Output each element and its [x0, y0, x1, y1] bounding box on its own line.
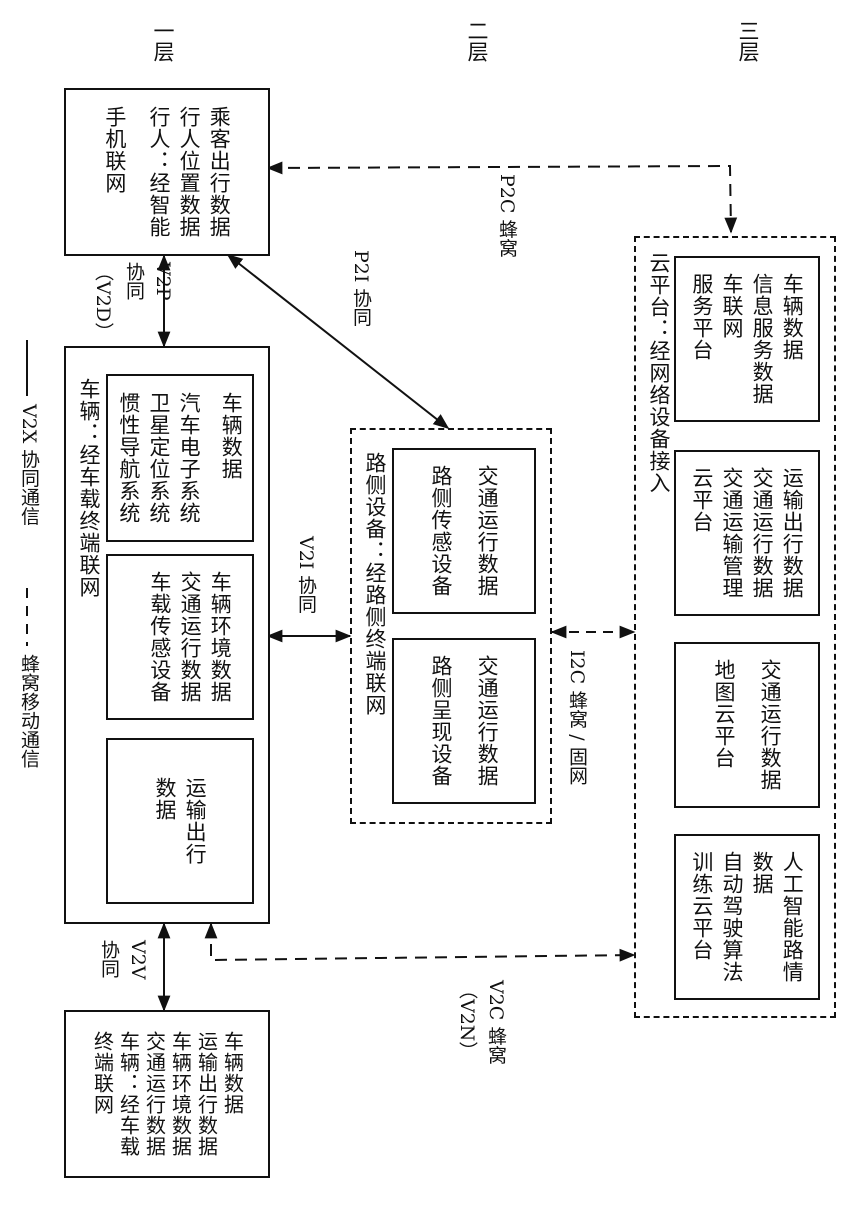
cloud-ivs-box: 车辆数据 信息服务数据 车联网 服务平台 — [674, 256, 820, 422]
v2c-connector — [204, 922, 636, 962]
other-vehicle-line: 车辆环境数据 — [168, 1031, 193, 1157]
cloud-ai-line: 训练云平台 — [689, 851, 714, 961]
vehicle-transport-line: 数据 — [153, 777, 177, 821]
roadside-display-line: 交通运行数据 — [475, 655, 500, 787]
p2c-connector — [266, 161, 738, 234]
pedestrian-text: 乘客出行数据 行人位置数据 行人：经智能 手机联网 — [102, 106, 232, 238]
vehicle-data-line: 惯性导航系统 — [116, 392, 141, 524]
cloud-traffic-mgmt-line: 云平台 — [689, 467, 714, 533]
roadside-sensor-line: 路侧传感设备 — [429, 465, 453, 597]
vehicle-data-line: 卫星定位系统 — [147, 392, 171, 524]
cloud-map-box: 交通运行数据 地图云平台 — [674, 642, 820, 808]
cloud-ivs-line: 车辆数据 — [780, 273, 805, 361]
v2c-label: V2C 蜂窝 （V2N） — [454, 980, 510, 1064]
cloud-ivs-line: 车联网 — [720, 273, 744, 339]
cloud-ai-line: 自动驾驶算法 — [720, 851, 744, 983]
roadside-sensor-box: 交通运行数据 路侧传感设备 — [392, 448, 536, 614]
cloud-traffic-mgmt-line: 运输出行数据 — [780, 467, 805, 599]
cloud-traffic-mgmt-box: 运输出行数据 交通运行数据 交通运输管理 云平台 — [674, 450, 820, 616]
cloud-ai-box: 人工智能路情 数据 自动驾驶算法 训练云平台 — [674, 834, 820, 1000]
v2i-label: V2I 协同 — [295, 536, 317, 614]
roadside-box: 路侧设备：经路侧终端联网 交通运行数据 路侧传感设备 交通运行数据 路侧呈现设备 — [350, 428, 552, 824]
vehicle-transport-box: 运输出行 数据 — [106, 738, 254, 904]
v2p-label-line: 协同 — [123, 262, 145, 300]
v2v-label-line: V2V — [127, 940, 149, 980]
cloud-box: 云平台：经网络设备接入 车辆数据 信息服务数据 车联网 服务平台 运输出行数据 … — [634, 236, 836, 1018]
roadside-title: 路侧设备：经路侧终端联网 — [363, 452, 387, 716]
vehicle-env-line: 车辆环境数据 — [208, 571, 233, 703]
legend-dashed-label: 蜂窝移动通信 — [18, 654, 40, 768]
vehicle-transport-line: 运输出行 — [183, 777, 208, 865]
vehicle-env-line: 交通运行数据 — [178, 571, 203, 703]
other-vehicle-box: 车辆数据 运输出行数据 车辆环境数据 交通运行数据 车辆：经车载 终端联网 — [64, 1010, 270, 1178]
cloud-ivs-line: 信息服务数据 — [750, 273, 775, 405]
cloud-ai-line: 数据 — [750, 851, 775, 895]
pedestrian-line: 行人：经智能 — [147, 106, 171, 238]
vehicle-data-line: 车辆数据 — [219, 392, 244, 480]
other-vehicle-line: 终端联网 — [90, 1031, 115, 1115]
p2i-connector — [226, 254, 450, 429]
roadside-display-box: 交通运行数据 路侧呈现设备 — [392, 638, 536, 804]
layer-label-3: 三层 — [736, 20, 760, 62]
cloud-title: 云平台：经网络设备接入 — [647, 252, 671, 494]
v2p-label-line: V2P — [152, 262, 174, 301]
pedestrian-line: 手机联网 — [102, 106, 127, 194]
vehicle-data-line: 汽车电子系统 — [177, 392, 202, 524]
roadside-display-line: 路侧呈现设备 — [429, 655, 453, 787]
vehicle-env-line: 车载传感设备 — [147, 571, 172, 703]
cloud-map-line: 交通运行数据 — [758, 659, 783, 791]
p2c-label: P2C 蜂窝 — [496, 174, 518, 258]
other-vehicle-line: 车辆数据 — [220, 1031, 245, 1115]
p2i-label: P2I 协同 — [350, 250, 372, 327]
vehicle-data-box: 车辆数据 汽车电子系统 卫星定位系统 惯性导航系统 — [106, 374, 254, 542]
vehicle-env-box: 车辆环境数据 交通运行数据 车载传感设备 — [106, 554, 254, 720]
other-vehicle-line: 车辆：经车载 — [116, 1031, 141, 1157]
v2c-label-line: （V2N） — [456, 980, 478, 1061]
roadside-sensor-line: 交通运行数据 — [475, 465, 500, 597]
pedestrian-line: 行人位置数据 — [177, 106, 202, 238]
pedestrian-line: 乘客出行数据 — [207, 106, 232, 238]
legend-solid-label: V2X 协同通信 — [18, 404, 40, 526]
cloud-traffic-mgmt-line: 交通运行数据 — [750, 467, 775, 599]
cloud-ai-line: 人工智能路情 — [780, 851, 805, 983]
i2c-label: I2C 蜂窝 / 固网 — [566, 650, 588, 785]
layer-label-2: 二层 — [465, 20, 489, 62]
v2p-label: V2P 协同 （V2D） — [90, 262, 174, 341]
cloud-ivs-line: 服务平台 — [689, 273, 714, 361]
cloud-traffic-mgmt-line: 交通运输管理 — [720, 467, 744, 599]
pedestrian-box: 乘客出行数据 行人位置数据 行人：经智能 手机联网 — [64, 88, 270, 256]
v2c-label-line: V2C 蜂窝 — [485, 980, 507, 1065]
layer-label-1: 一层 — [151, 20, 175, 62]
v2v-label-line: 协同 — [98, 940, 120, 978]
v2v-label: V2V 协同 — [96, 940, 149, 980]
v2p-label-line: （V2D） — [92, 262, 114, 342]
vehicle-box: 车辆：经车载终端联网 车辆数据 汽车电子系统 卫星定位系统 惯性导航系统 车辆环… — [64, 346, 270, 924]
vehicle-title: 车辆：经车载终端联网 — [77, 378, 101, 598]
other-vehicle-line: 运输出行数据 — [194, 1031, 219, 1157]
cloud-map-line: 地图云平台 — [712, 659, 736, 769]
other-vehicle-line: 交通运行数据 — [142, 1031, 167, 1157]
